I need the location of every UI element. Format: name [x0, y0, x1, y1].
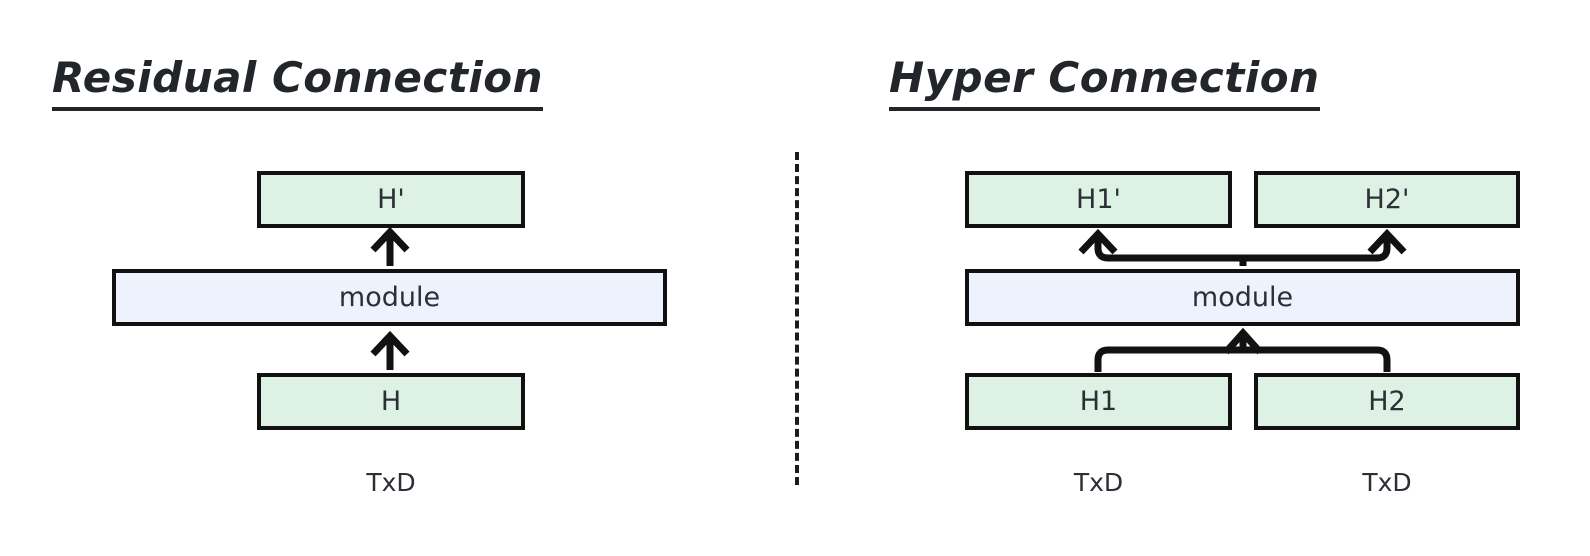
residual-input-state-box: H	[257, 373, 525, 430]
panel-title-residual: Residual Connection	[52, 55, 544, 112]
hyper-arrow-inputs-to-module	[1094, 327, 1391, 372]
residual-module-box: module	[112, 269, 667, 326]
hyper-arrow-module-to-outputs	[1078, 228, 1407, 266]
residual-arrow-input-to-module	[370, 330, 410, 370]
panel-title-hyper: Hyper Connection	[889, 55, 1320, 112]
residual-input-shape-caption: TxD	[366, 468, 416, 497]
hyper-output-state-2-box: H2'	[1254, 171, 1520, 228]
hyper-module-box: module	[965, 269, 1520, 326]
hyper-input-shape-caption-1: TxD	[1073, 468, 1124, 497]
hyper-input-state-1-box: H1	[965, 373, 1232, 430]
hyper-input-shape-caption-2: TxD	[1362, 468, 1412, 497]
residual-output-state-box: H'	[257, 171, 525, 228]
residual-arrow-module-to-output	[370, 226, 410, 266]
hyper-output-state-1-box: H1'	[965, 171, 1232, 228]
hyper-input-state-2-box: H2	[1254, 373, 1520, 430]
panel-divider	[795, 152, 799, 485]
